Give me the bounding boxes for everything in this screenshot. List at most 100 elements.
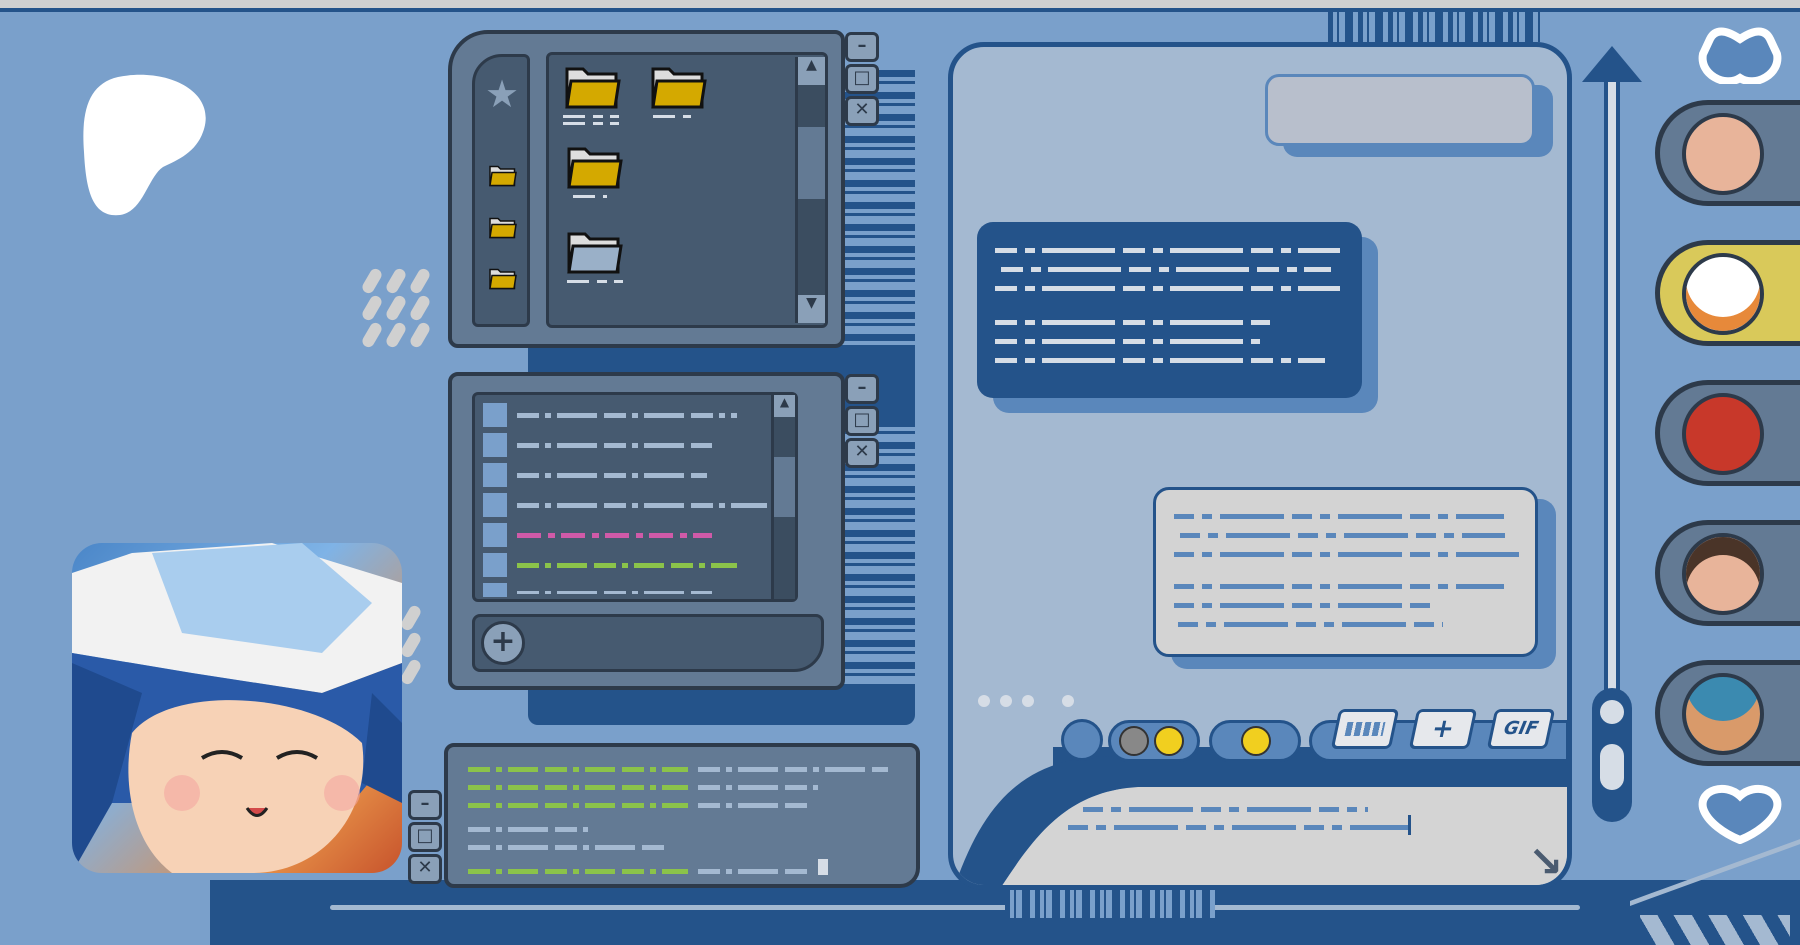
- avatar-boy: [1682, 113, 1764, 195]
- folder-icon[interactable]: [488, 214, 518, 240]
- add-bar: +: [472, 614, 824, 672]
- add-attachment-button[interactable]: +: [1408, 709, 1478, 749]
- message-line: [995, 339, 1260, 344]
- scroll-down-icon[interactable]: ▼: [798, 295, 825, 323]
- minimize-icon[interactable]: –: [845, 32, 879, 62]
- folder-icon[interactable]: [563, 63, 623, 109]
- file-grid: ▲ ▼: [546, 52, 828, 328]
- top-line: [0, 8, 1800, 12]
- list-item-success[interactable]: [517, 563, 737, 568]
- hash-decoration: [362, 268, 430, 348]
- volume-slider-track[interactable]: [1604, 72, 1620, 702]
- list-window: ▲ +: [448, 372, 845, 690]
- contact-avatar[interactable]: [1655, 380, 1800, 486]
- close-icon[interactable]: ✕: [845, 438, 879, 468]
- slider-knob[interactable]: [1592, 688, 1632, 822]
- scrollbar[interactable]: ▲ ▼: [795, 57, 825, 323]
- keyboard-icon[interactable]: [1330, 709, 1400, 749]
- input-text-line[interactable]: [1083, 807, 1368, 812]
- scrollbar[interactable]: ▲: [771, 395, 795, 599]
- scroll-thumb[interactable]: [774, 457, 795, 517]
- folder-icon[interactable]: [649, 63, 709, 109]
- maximize-icon[interactable]: □: [408, 822, 442, 852]
- list-item[interactable]: [517, 473, 707, 478]
- maximize-icon[interactable]: □: [845, 406, 879, 436]
- hash-decoration-small: [401, 605, 421, 685]
- window-controls: – □ ✕: [408, 790, 442, 884]
- folder-icon[interactable]: [488, 162, 518, 188]
- terminal-line: [698, 869, 808, 874]
- star-icon[interactable]: ★: [485, 72, 520, 116]
- terminal-window: [444, 743, 920, 888]
- emoji-group: [1209, 720, 1301, 762]
- smile-emoji-icon[interactable]: [1241, 726, 1271, 756]
- message-line: [995, 320, 1270, 325]
- list-item[interactable]: [517, 443, 712, 448]
- avatar-robot: [1682, 393, 1764, 475]
- contact-avatar[interactable]: [1655, 660, 1800, 766]
- list-checkboxes[interactable]: [483, 403, 507, 597]
- terminal-line: [468, 845, 668, 850]
- search-field[interactable]: [1265, 74, 1535, 146]
- list-item[interactable]: [517, 413, 737, 418]
- avatar-cat: [1682, 253, 1764, 335]
- terminal-line: [698, 785, 818, 790]
- terminal-line: [468, 785, 688, 790]
- toolbar-circle-button[interactable]: [1061, 719, 1103, 761]
- terminal-line: [698, 767, 888, 772]
- gif-button[interactable]: GIF: [1486, 709, 1556, 749]
- scroll-down-heart-icon[interactable]: [1695, 782, 1785, 844]
- terminal-line: [698, 803, 813, 808]
- top-bar: [0, 0, 1800, 8]
- message-line: [1174, 552, 1519, 557]
- maximize-icon[interactable]: □: [845, 64, 879, 94]
- list-item[interactable]: [517, 503, 767, 508]
- grin-emoji-icon[interactable]: [1154, 726, 1185, 756]
- close-icon[interactable]: ✕: [408, 854, 442, 884]
- file-label: [563, 115, 619, 118]
- patreon-logo: [83, 74, 206, 216]
- tongue-emoji-icon[interactable]: [1119, 726, 1149, 756]
- contact-avatar-active[interactable]: [1655, 240, 1800, 346]
- minimize-icon[interactable]: –: [845, 374, 879, 404]
- list-item-highlighted[interactable]: [517, 533, 712, 538]
- text-caret: [1408, 815, 1411, 835]
- message-line: [1174, 584, 1504, 589]
- terminal-cursor: [818, 859, 828, 875]
- file-label: [563, 122, 619, 125]
- avatar-girl: [1682, 533, 1764, 615]
- input-text-line[interactable]: [1068, 825, 1408, 830]
- item-list: ▲: [472, 392, 798, 602]
- window-controls: – □ ✕: [845, 32, 879, 126]
- minimize-icon[interactable]: –: [408, 790, 442, 820]
- received-message: [977, 222, 1362, 398]
- send-arrow-icon[interactable]: ↘: [1528, 837, 1564, 886]
- folder-icon[interactable]: [565, 143, 625, 189]
- message-line: [1174, 603, 1434, 608]
- message-line: [1178, 622, 1443, 627]
- typing-indicator: [978, 692, 1074, 711]
- terminal-line: [468, 869, 688, 874]
- scroll-thumb[interactable]: [798, 127, 825, 199]
- avatar-jellyfish: [1682, 673, 1764, 755]
- message-line: [1174, 514, 1504, 519]
- list-item[interactable]: [517, 591, 712, 594]
- file-label: [653, 115, 691, 118]
- sent-message: [1153, 487, 1538, 657]
- contact-avatar[interactable]: [1655, 100, 1800, 206]
- contact-avatar[interactable]: [1655, 520, 1800, 626]
- scroll-up-icon[interactable]: ▲: [798, 57, 825, 85]
- folder-icon[interactable]: [488, 265, 518, 291]
- file-label: [567, 280, 623, 283]
- add-button[interactable]: +: [481, 621, 525, 665]
- close-icon[interactable]: ✕: [845, 96, 879, 126]
- terminal-line: [468, 827, 588, 832]
- window-controls: – □ ✕: [845, 374, 879, 468]
- terminal-line: [468, 803, 688, 808]
- favorites-sidebar: ★: [472, 54, 530, 327]
- scroll-up-heart-icon[interactable]: [1695, 22, 1785, 84]
- file-label: [573, 195, 607, 198]
- profile-image: [72, 543, 402, 873]
- folder-icon-empty[interactable]: [565, 228, 625, 274]
- scroll-up-icon[interactable]: ▲: [774, 395, 795, 417]
